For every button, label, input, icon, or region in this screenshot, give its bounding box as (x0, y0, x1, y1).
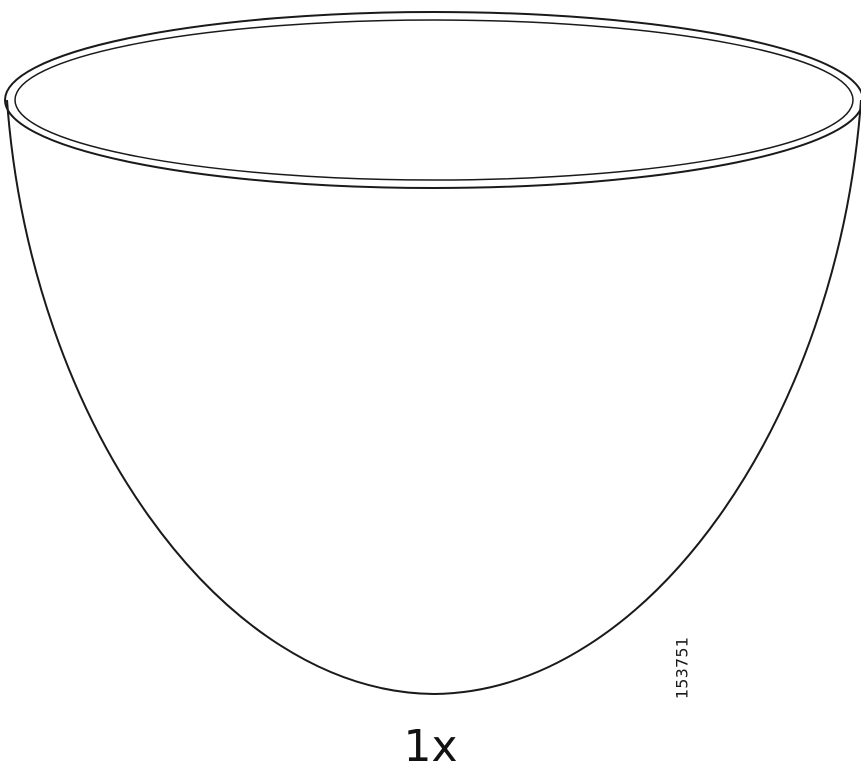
bowl-body-outline (6, 99, 861, 696)
bowl-rim-outer (4, 11, 861, 189)
figure-id-label: 153751 (672, 636, 692, 700)
bowl-rim-inner (14, 19, 854, 181)
quantity-label: 1x (403, 721, 458, 772)
